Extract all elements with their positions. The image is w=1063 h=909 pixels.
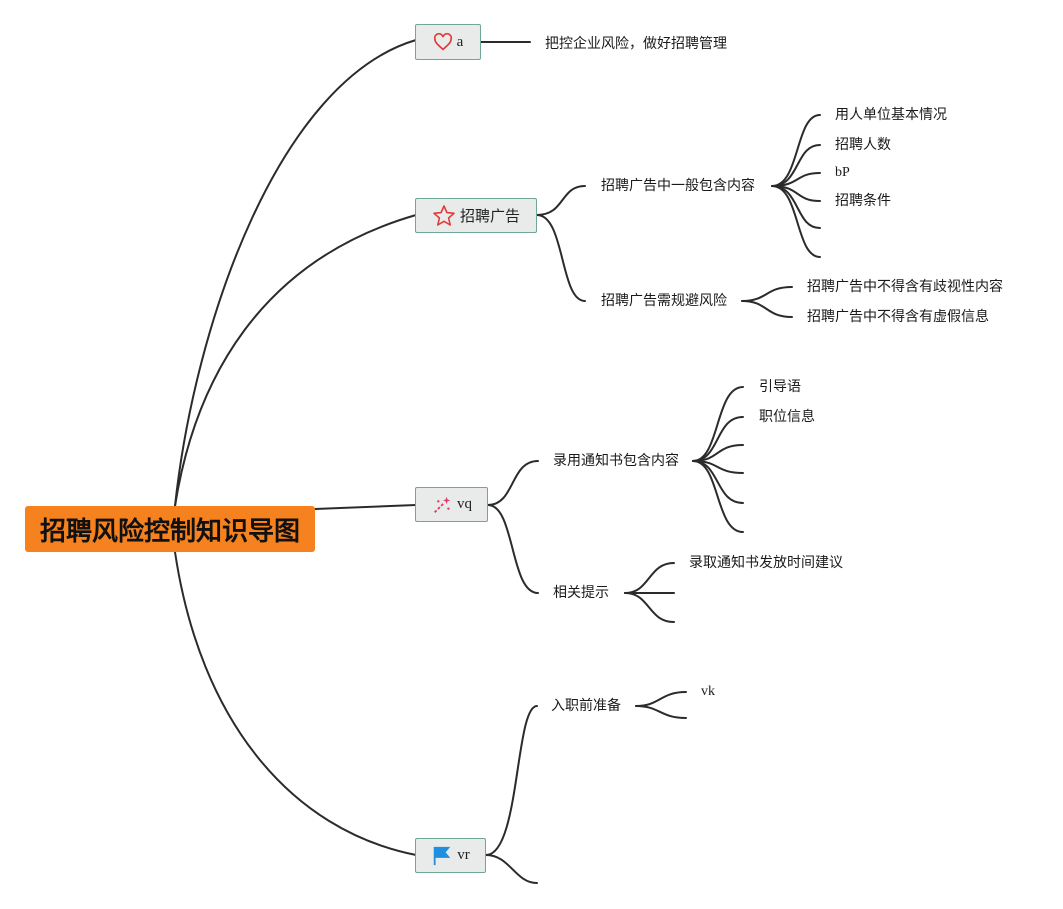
- vq-offer-leaf[interactable]: 职位信息: [759, 409, 815, 425]
- star-icon: [432, 204, 456, 228]
- ads-general-leaf[interactable]: bP: [835, 165, 850, 180]
- branch-ads-node[interactable]: 招聘广告: [415, 198, 537, 233]
- vq-tips-topic[interactable]: 相关提示: [553, 585, 609, 601]
- ads-general-leaf[interactable]: 用人单位基本情况: [835, 107, 947, 123]
- link-vq-tips: [487, 504, 539, 594]
- links-prep-leaves: [635, 691, 687, 719]
- branch-vr-label: vr: [457, 847, 470, 863]
- branch-a-child[interactable]: 把控企业风险，做好招聘管理: [545, 36, 727, 52]
- link-ads-general: [536, 185, 586, 216]
- root-topic[interactable]: 招聘风险控制知识导图: [25, 506, 315, 552]
- link-root-vr: [174, 551, 417, 856]
- vq-tips-leaf[interactable]: 录取通知书发放时间建议: [689, 555, 843, 571]
- link-root-a: [174, 39, 417, 507]
- links-risk-leaves: [741, 286, 793, 318]
- link-root-vq: [314, 504, 417, 510]
- ads-risk-topic[interactable]: 招聘广告需规避风险: [601, 293, 727, 309]
- vr-prep-topic[interactable]: 入职前准备: [551, 698, 621, 714]
- links-general-leaves: [771, 114, 821, 258]
- ads-general-topic[interactable]: 招聘广告中一般包含内容: [601, 178, 755, 194]
- ads-general-leaf[interactable]: 招聘人数: [835, 137, 891, 153]
- branch-vq-label: vq: [457, 496, 472, 512]
- link-vr-empty: [485, 854, 538, 884]
- branch-ads-label: 招聘广告: [459, 207, 520, 225]
- links-offer-leaves: [692, 386, 744, 533]
- link-ads-risk: [536, 214, 586, 302]
- vq-offer-leaf[interactable]: 引导语: [759, 379, 801, 395]
- branch-a-label: a: [456, 33, 464, 50]
- heart-icon: [433, 33, 453, 51]
- ads-general-leaf[interactable]: 招聘条件: [835, 193, 891, 209]
- link-vr-prep: [485, 705, 538, 856]
- link-vq-offer: [487, 460, 539, 506]
- branch-vq-node[interactable]: vq: [415, 487, 488, 522]
- link-root-ads: [174, 214, 417, 507]
- branch-vr-node[interactable]: vr: [415, 838, 486, 873]
- ads-risk-leaf[interactable]: 招聘广告中不得含有歧视性内容: [807, 279, 1003, 295]
- vr-prep-leaf[interactable]: vk: [701, 684, 715, 699]
- branch-a-node[interactable]: a: [415, 24, 481, 60]
- magic-wand-icon: [431, 494, 453, 516]
- vq-offer-topic[interactable]: 录用通知书包含内容: [553, 453, 679, 469]
- ads-risk-leaf[interactable]: 招聘广告中不得含有虚假信息: [807, 309, 989, 325]
- flag-icon: [431, 845, 453, 867]
- links-tips-leaves: [624, 562, 675, 623]
